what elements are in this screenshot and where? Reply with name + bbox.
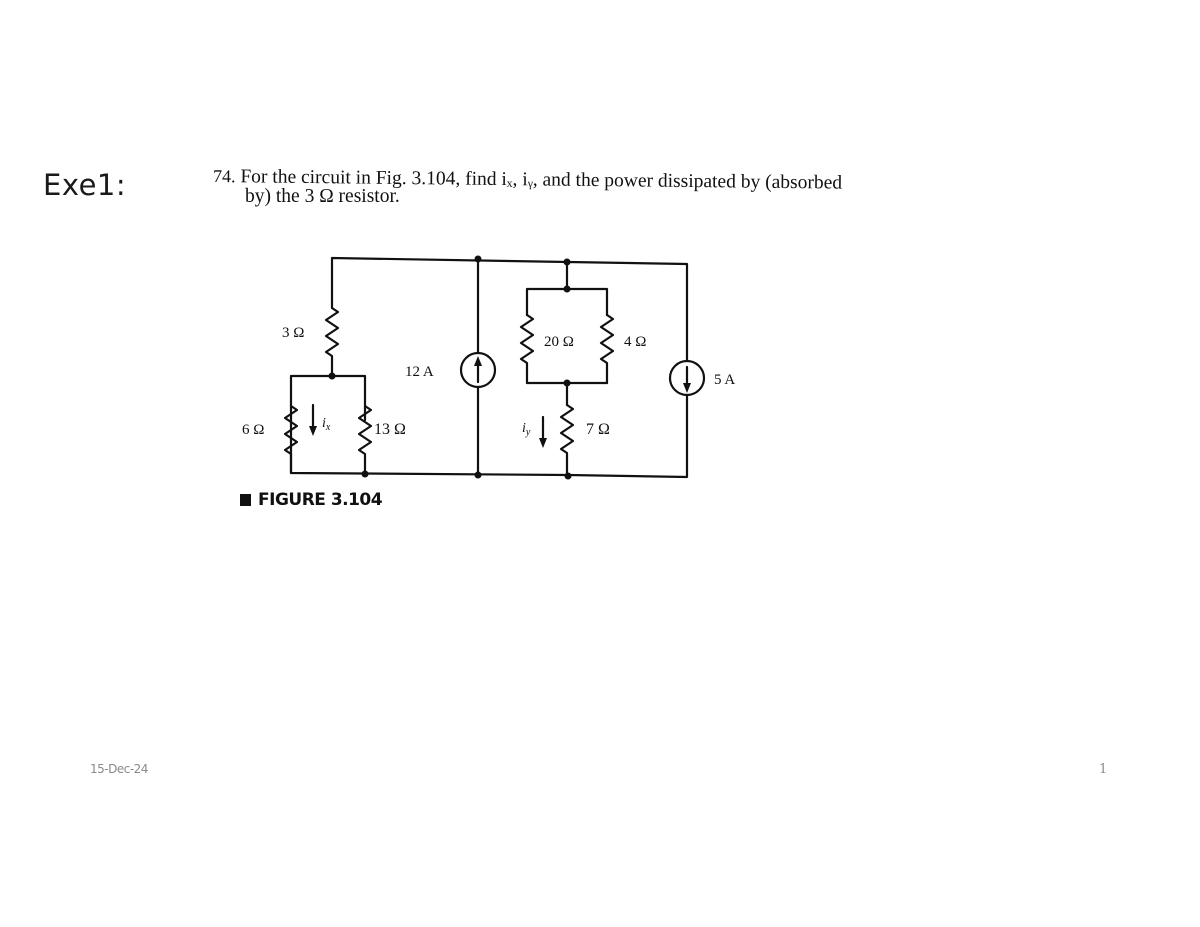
figure-caption: FIGURE 3.104	[240, 490, 383, 510]
label-7-ohm: 7 Ω	[586, 421, 610, 438]
caption-square-icon	[240, 494, 251, 506]
resistor-13-ohm	[357, 404, 373, 476]
node-dot	[361, 470, 369, 478]
label-3-ohm: 3 Ω	[282, 325, 304, 341]
bottom-wire	[289, 393, 689, 479]
label-5a: 5 A	[714, 372, 735, 388]
label-ix: ix	[322, 416, 331, 433]
current-source-5a	[668, 359, 706, 397]
label-12a: 12 A	[405, 364, 434, 380]
node-dot	[328, 372, 336, 380]
node-dot	[564, 472, 572, 480]
resistor-6-ohm	[283, 404, 299, 475]
branch-bar-6-13	[289, 374, 367, 422]
resistor-20-ohm	[519, 313, 535, 385]
label-iy: iy	[522, 421, 531, 438]
resistor-3-ohm	[324, 306, 340, 378]
label-13-ohm: 13 Ω	[374, 421, 406, 438]
page-number: 1	[1099, 762, 1108, 777]
node-dot	[563, 379, 571, 387]
label-20-ohm: 20 Ω	[544, 334, 574, 350]
problem-line-2: by) the 3 Ω resistor.	[245, 186, 400, 207]
node-dot	[474, 255, 482, 263]
node-dot	[563, 285, 571, 293]
slide-title: Exe1:	[43, 168, 127, 202]
figure-caption-text: FIGURE 3.104	[258, 490, 383, 510]
problem-statement: 74. For the circuit in Fig. 3.104, find …	[213, 166, 1013, 208]
node-dot	[563, 258, 571, 266]
current-source-12a	[459, 351, 497, 389]
resistor-4-ohm	[599, 313, 615, 385]
label-4-ohm: 4 Ω	[624, 334, 646, 350]
resistor-7-ohm	[559, 403, 575, 478]
footer-date: 15-Dec-24	[90, 762, 148, 776]
node-dot	[474, 471, 482, 479]
label-6-ohm: 6 Ω	[242, 422, 264, 438]
top-wire	[330, 256, 689, 363]
